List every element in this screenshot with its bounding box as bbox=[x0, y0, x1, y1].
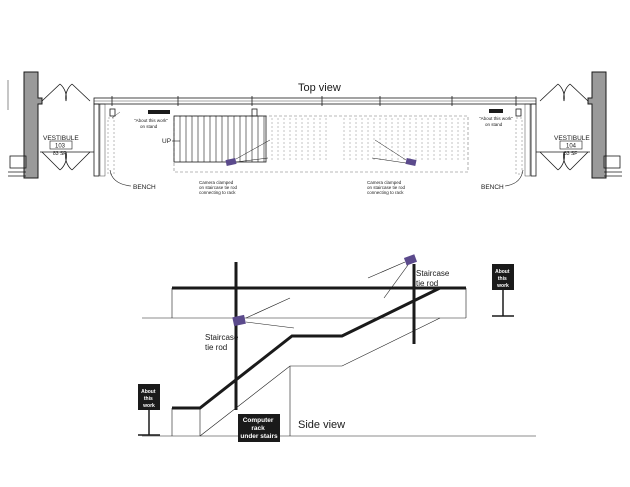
staircase-frame bbox=[173, 115, 267, 163]
vestibule-left-name: VESTIBULE bbox=[43, 135, 79, 142]
vestibule-left-area: 83 SF bbox=[53, 151, 66, 157]
about-sign-right: About this work bbox=[492, 264, 514, 317]
right-doors bbox=[535, 83, 590, 171]
bench-right-outline bbox=[515, 117, 523, 175]
structure-lines bbox=[142, 288, 536, 437]
top-view: Top view bbox=[7, 71, 622, 195]
svg-text:Computer rack: Computer rack under stairs bbox=[240, 417, 278, 440]
stand-note-left: "About this work" on stand bbox=[134, 118, 169, 129]
stair-profile bbox=[172, 286, 441, 410]
stand-left bbox=[148, 110, 170, 114]
side-view: Staircase tie rod Staircase tie rod Abou… bbox=[138, 254, 536, 442]
camera-left bbox=[225, 139, 271, 166]
camera-note-right: Camera clamped on staircase tie rod conn… bbox=[367, 180, 406, 195]
vestibule-left-number: 103 bbox=[55, 144, 66, 150]
bench-left-label: BENCH bbox=[133, 184, 156, 191]
svg-text:About this wor: About this work bbox=[141, 389, 157, 409]
left-doors bbox=[40, 83, 95, 171]
stand-right bbox=[489, 109, 503, 113]
stand-note-right: "About this work" on stand bbox=[479, 116, 514, 127]
computer-rack: Computer rack under stairs bbox=[238, 414, 280, 442]
room-number-box-left bbox=[49, 140, 73, 150]
camera-note-left: Camera clamped on staircase tie rod conn… bbox=[199, 180, 238, 195]
up-label: UP bbox=[162, 138, 171, 145]
bench-left-leader bbox=[109, 169, 132, 187]
top-view-title: Top view bbox=[298, 82, 341, 94]
stair-outline bbox=[173, 115, 469, 173]
posts bbox=[109, 108, 522, 117]
vestibule-right-name: VESTIBULE bbox=[554, 135, 590, 142]
top-railing bbox=[93, 96, 537, 106]
staircase-upper bbox=[271, 118, 465, 162]
staircase-solid bbox=[173, 115, 267, 163]
camera-right bbox=[371, 139, 417, 166]
right-wall bbox=[587, 71, 622, 179]
side-view-title: Side view bbox=[298, 419, 345, 431]
tie-rod-label-left: Staircase tie rod bbox=[205, 333, 241, 352]
bench-right-leader bbox=[504, 169, 524, 187]
tie-rod-label-right: Staircase tie rod bbox=[416, 269, 452, 288]
partition-walls bbox=[93, 103, 537, 177]
about-sign-left: About this work bbox=[138, 384, 160, 436]
camera-side-left bbox=[232, 297, 295, 329]
vestibule-right-number: 104 bbox=[566, 144, 577, 150]
left-wall bbox=[7, 71, 43, 179]
bench-left-outline bbox=[107, 117, 115, 175]
bench-right-label: BENCH bbox=[481, 184, 504, 191]
svg-text:About this wor: About this work bbox=[495, 269, 511, 289]
vestibule-right-area: 83 SF bbox=[564, 151, 577, 157]
room-number-box-right bbox=[559, 140, 583, 150]
camera-side-right bbox=[367, 254, 418, 299]
